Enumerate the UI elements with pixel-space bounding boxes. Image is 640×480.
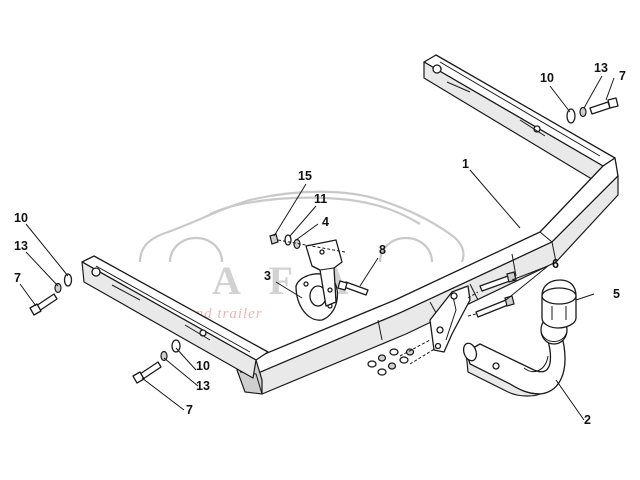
bolts-part-6 [467,271,517,318]
spring-washer-left [54,282,62,294]
left-side-fasteners [29,273,73,316]
bracket-plate-part-4 [305,239,343,307]
callout-13-lower: 13 [196,379,210,393]
plate-washer-right [566,108,576,124]
spring-washer-lower [160,350,168,362]
callout-2: 2 [584,413,591,427]
callout-3: 3 [264,269,271,283]
lower-nuts-washers [367,339,437,376]
callout-10-lower: 10 [196,359,210,373]
callout-8: 8 [379,243,386,257]
left-side-arm-face [81,261,257,379]
callouts: 1 2 3 4 5 6 7 7 7 8 10 10 10 11 13 13 13… [14,61,626,427]
washer-part-11 [284,234,292,246]
right-arm-hole [432,64,442,74]
coupling-bracket [429,285,471,353]
callout-10-left: 10 [14,211,28,225]
bolt-part-8 [337,280,369,296]
plate-washer-lower [171,339,181,353]
bolt-right [589,101,611,115]
callout-7-left: 7 [14,271,21,285]
plate-washer-left [63,273,73,287]
callout-13-left: 13 [14,239,28,253]
lower-fasteners [132,339,181,384]
tow-ball-neck-part-2 [462,315,568,397]
nut-part-15 [269,233,279,245]
callout-5: 5 [613,287,620,301]
watermark-wheel-right [378,236,434,263]
left-arm-hole [91,267,101,277]
right-side-fasteners [566,97,619,124]
callout-13-right: 13 [594,61,608,75]
watermark-car-roof [209,196,421,225]
callout-1: 1 [462,157,469,171]
beam-front-face [255,175,619,395]
leader-lines [19,75,615,421]
callout-4: 4 [322,215,329,229]
ball-cap-part-5 [541,279,577,329]
callout-15: 15 [298,169,312,183]
right-side-arm-face [423,61,604,185]
spring-washer-right [579,106,587,118]
watermark-car-outline [138,190,465,263]
watermark-wheel-left [168,236,224,263]
cross-beam-part-1 [81,54,619,395]
callout-10-right: 10 [540,71,554,85]
callout-6: 6 [552,257,559,271]
callout-7-lower: 7 [186,403,193,417]
callout-11: 11 [314,192,327,206]
callout-7-right: 7 [619,69,626,83]
